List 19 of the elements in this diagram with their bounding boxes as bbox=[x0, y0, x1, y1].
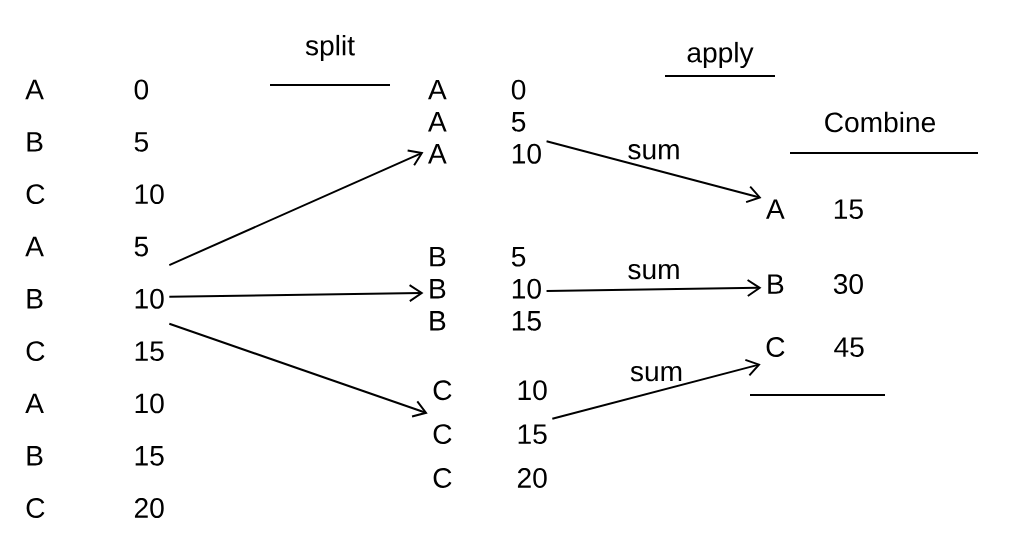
value-table: A 0 B 5 C 10 A 5 B 10 C 15 A 10 B 15 C 20 bbox=[25, 79, 164, 518]
heading: Combine bbox=[825, 111, 935, 133]
value-table: A 0 A 5 A 10 bbox=[428, 79, 541, 164]
arrow bbox=[168, 149, 424, 267]
arrow bbox=[168, 284, 424, 303]
heading: split bbox=[305, 34, 355, 62]
edge-label: sum bbox=[626, 262, 682, 281]
arrow bbox=[545, 279, 762, 297]
arrow bbox=[551, 358, 761, 420]
arrow bbox=[545, 140, 762, 204]
value-row: C 45 bbox=[766, 337, 864, 357]
arrow bbox=[168, 322, 428, 418]
value-row: B 30 bbox=[768, 274, 863, 294]
heading: apply bbox=[687, 41, 754, 69]
value-row: A 15 bbox=[766, 199, 863, 219]
value-table: B 5 B 10 B 15 bbox=[430, 247, 541, 331]
edge-label: sum bbox=[628, 364, 685, 383]
edge-label: sum bbox=[626, 142, 682, 161]
value-table: C 10 C 15 C 20 bbox=[433, 380, 547, 488]
